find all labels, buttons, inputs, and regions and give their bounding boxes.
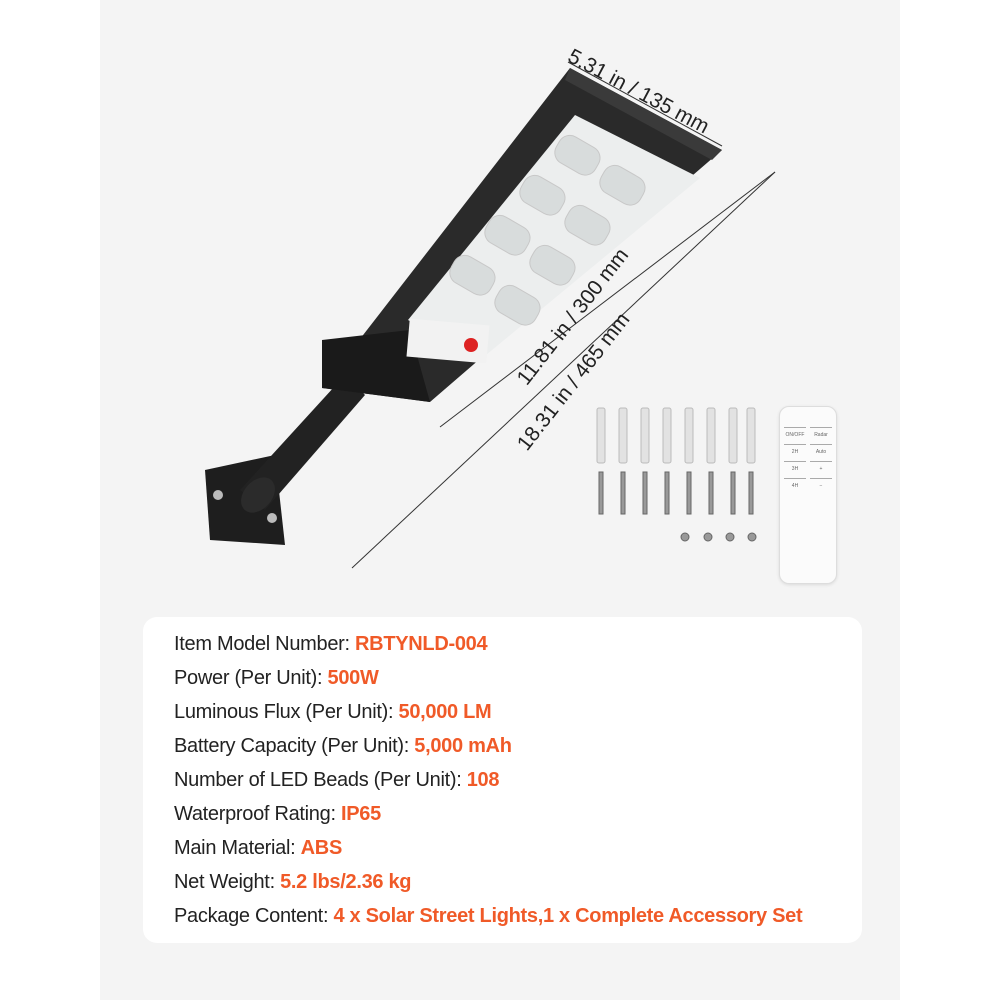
spec-value: 4 x Solar Street Lights,1 x Complete Acc… (333, 905, 803, 927)
spec-value: RBTYNLD-004 (355, 633, 488, 655)
spec-label: Package Content: (174, 905, 334, 927)
remote-button-3h: 3H (784, 461, 806, 476)
product-illustration (205, 61, 776, 569)
dimension-lines (351, 61, 776, 569)
spec-value: 500W (327, 667, 379, 689)
spec-label: Luminous Flux (Per Unit): (174, 701, 399, 723)
spec-label: Item Model Number: (174, 633, 356, 655)
remote-button-2h: 2H (784, 444, 806, 459)
spec-luminous-flux: Luminous Flux (Per Unit): 50,000 LM (174, 701, 492, 724)
spec-value: IP65 (340, 803, 381, 825)
mounting-hardware (596, 407, 757, 542)
spec-label: Battery Capacity (Per Unit): (174, 735, 415, 757)
spec-waterproof-rating: Waterproof Rating: IP65 (174, 803, 381, 826)
spec-value: ABS (300, 837, 343, 859)
spec-model-number: Item Model Number: RBTYNLD-004 (174, 633, 488, 656)
spec-value: 50,000 LM (398, 701, 492, 723)
spec-battery-capacity: Battery Capacity (Per Unit): 5,000 mAh (174, 735, 512, 758)
mounting-bracket (205, 375, 365, 545)
solar-street-light (322, 68, 722, 402)
spec-label: Net Weight: (174, 871, 281, 893)
remote-button-4h: 4H (784, 478, 806, 493)
spec-main-material: Main Material: ABS (174, 837, 342, 860)
spec-value: 5.2 lbs/2.36 kg (280, 871, 412, 893)
spec-power: Power (Per Unit): 500W (174, 667, 379, 690)
spec-value: 108 (466, 769, 500, 791)
spec-led-beads: Number of LED Beads (Per Unit): 108 (174, 769, 500, 792)
remote-button-radar: Radar (810, 427, 832, 442)
spec-label: Main Material: (174, 837, 301, 859)
specifications-card: Item Model Number: RBTYNLD-004 Power (Pe… (143, 617, 862, 943)
spec-net-weight: Net Weight: 5.2 lbs/2.36 kg (174, 871, 412, 894)
spec-label: Number of LED Beads (Per Unit): (174, 769, 467, 791)
remote-button-minus: − (810, 478, 832, 493)
remote-control: ON/OFF Radar 2H Auto 3H + 4H − (779, 406, 837, 584)
spec-label: Power (Per Unit): (174, 667, 328, 689)
spec-package-content: Package Content: 4 x Solar Street Lights… (174, 905, 803, 928)
spec-label: Waterproof Rating: (174, 803, 341, 825)
remote-button-plus: + (810, 461, 832, 476)
remote-button-on-off: ON/OFF (784, 427, 806, 442)
spec-value: 5,000 mAh (414, 735, 512, 757)
remote-button-auto: Auto (810, 444, 832, 459)
